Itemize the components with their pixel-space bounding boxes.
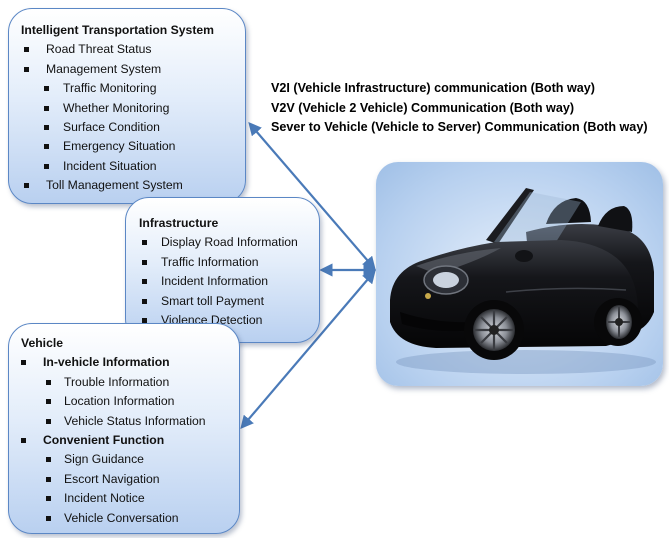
vehicle-title: Vehicle [21, 336, 64, 350]
server-vehicle-line: Sever to Vehicle (Vehicle to Server) Com… [271, 120, 648, 134]
list-item: Sign Guidance [21, 450, 239, 469]
its-box: Intelligent Transportation System Road T… [8, 8, 246, 204]
list-item: Smart toll Payment [139, 292, 319, 311]
list-item: Management System [21, 60, 245, 79]
vehicle-group-in-vehicle: In-vehicle Information [21, 353, 239, 372]
list-item: Whether Monitoring [21, 99, 245, 118]
its-title: Intelligent Transportation System [21, 23, 214, 37]
its-list: Road Threat Status Management System [21, 40, 245, 79]
infrastructure-box: Infrastructure Display Road Information … [125, 197, 320, 343]
v2v-line: V2V (Vehicle 2 Vehicle) Communication (B… [271, 100, 575, 115]
vehicle-group-convenient: Convenient Function [21, 431, 239, 450]
its-list-tail: Toll Management System [21, 176, 245, 195]
list-item: Toll Management System [21, 176, 245, 195]
list-item: Traffic Monitoring [21, 79, 245, 98]
list-item: Vehicle Conversation [21, 509, 239, 528]
list-item: Vehicle Status Information [21, 412, 239, 431]
car-image-panel [376, 162, 663, 386]
vehicle-box: Vehicle In-vehicle Information Trouble I… [8, 323, 240, 534]
in-vehicle-sublist: Trouble Information Location Information… [21, 373, 239, 431]
list-item: Location Information [21, 392, 239, 411]
infrastructure-title: Infrastructure [139, 216, 219, 230]
group-label: Convenient Function [21, 431, 239, 450]
v2i-line: V2I (Vehicle Infrastructure) communicati… [271, 81, 595, 95]
infrastructure-list: Display Road Information Traffic Informa… [139, 233, 319, 330]
list-item: Display Road Information [139, 233, 319, 252]
list-item: Escort Navigation [21, 470, 239, 489]
list-item: Trouble Information [21, 373, 239, 392]
list-item: Incident Situation [21, 157, 245, 176]
list-item: Incident Notice [21, 489, 239, 508]
list-item: Surface Condition [21, 118, 245, 137]
list-item: Traffic Information [139, 253, 319, 272]
communication-text: V2I (Vehicle Infrastructure) communicati… [271, 79, 648, 138]
list-item: Road Threat Status [21, 40, 245, 59]
list-item: Incident Information [139, 272, 319, 291]
arrow-to-vehicle [240, 269, 376, 430]
convenient-sublist: Sign Guidance Escort Navigation Incident… [21, 450, 239, 528]
arrow-to-its [248, 121, 376, 271]
list-item-label: Management System [46, 61, 162, 76]
management-sublist: Traffic Monitoring Whether Monitoring Su… [21, 79, 245, 176]
group-label: In-vehicle Information [21, 353, 239, 372]
car-icon [390, 188, 656, 374]
list-item: Emergency Situation [21, 137, 245, 156]
